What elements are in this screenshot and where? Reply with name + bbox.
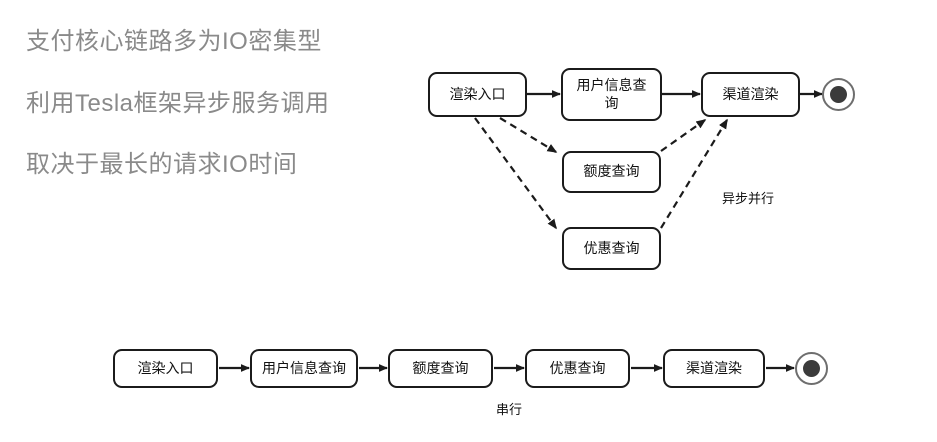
bullet-item-1: 支付核心链路多为IO密集型	[26, 28, 322, 55]
node-s-userinfo[interactable]: 用户信息查询	[250, 349, 358, 388]
final-state-icon[interactable]	[822, 78, 855, 111]
annotation-async-parallel: 异步并行	[722, 191, 775, 206]
node-s-userinfo-label: 用户信息查询	[262, 359, 346, 376]
node-coupon[interactable]: 优惠查询	[562, 227, 661, 270]
edge-entry-to-quota	[499, 117, 558, 153]
async-edge-layer	[474, 90, 823, 230]
bullet-item-3: 取决于最长的请求IO时间	[26, 151, 298, 179]
diagram-async-parallel: 渲染入口 用户信息查 询 额度查询 优惠查询 渠道渲染 异步并行	[428, 68, 855, 270]
annotation-serial: 串行	[496, 402, 523, 417]
node-entry[interactable]: 渲染入口	[428, 72, 527, 117]
node-s-channel-label: 渠道渲染	[686, 359, 742, 376]
node-entry-label: 渲染入口	[449, 85, 506, 102]
final-state-core-serial	[802, 359, 821, 378]
final-state-icon-serial[interactable]	[795, 352, 828, 385]
node-s-channel[interactable]: 渠道渲染	[663, 349, 765, 388]
bullet-list: 支付核心链路多为IO密集型 利用Tesla框架异步服务调用 取决于最长的请求IO…	[26, 28, 426, 213]
edge-coupon-to-channel	[660, 118, 728, 229]
node-quota-label: 额度查询	[583, 163, 640, 180]
node-userinfo[interactable]: 用户信息查 询	[561, 68, 662, 121]
node-channel[interactable]: 渠道渲染	[701, 72, 800, 117]
bullet-item-2: 利用Tesla框架异步服务调用	[26, 89, 330, 117]
node-channel-label: 渠道渲染	[722, 85, 779, 102]
node-s-entry-label: 渲染入口	[137, 359, 194, 376]
edge-quota-to-channel	[660, 119, 707, 152]
node-s-entry[interactable]: 渲染入口	[113, 349, 218, 388]
node-s-coupon[interactable]: 优惠查询	[525, 349, 630, 388]
node-s-quota-label: 额度查询	[412, 359, 469, 376]
final-state-core	[829, 85, 848, 104]
node-quota[interactable]: 额度查询	[562, 151, 661, 193]
node-coupon-label: 优惠查询	[583, 239, 640, 256]
diagram-serial: 渲染入口 用户信息查询 额度查询 优惠查询 渠道渲染 串行	[0, 300, 937, 442]
edge-entry-to-coupon	[474, 117, 557, 230]
node-userinfo-label-line1: 用户信息查	[576, 77, 647, 93]
node-s-coupon-label: 优惠查询	[549, 359, 606, 376]
node-userinfo-label-line2: 询	[604, 94, 619, 111]
node-s-quota[interactable]: 额度查询	[388, 349, 493, 388]
